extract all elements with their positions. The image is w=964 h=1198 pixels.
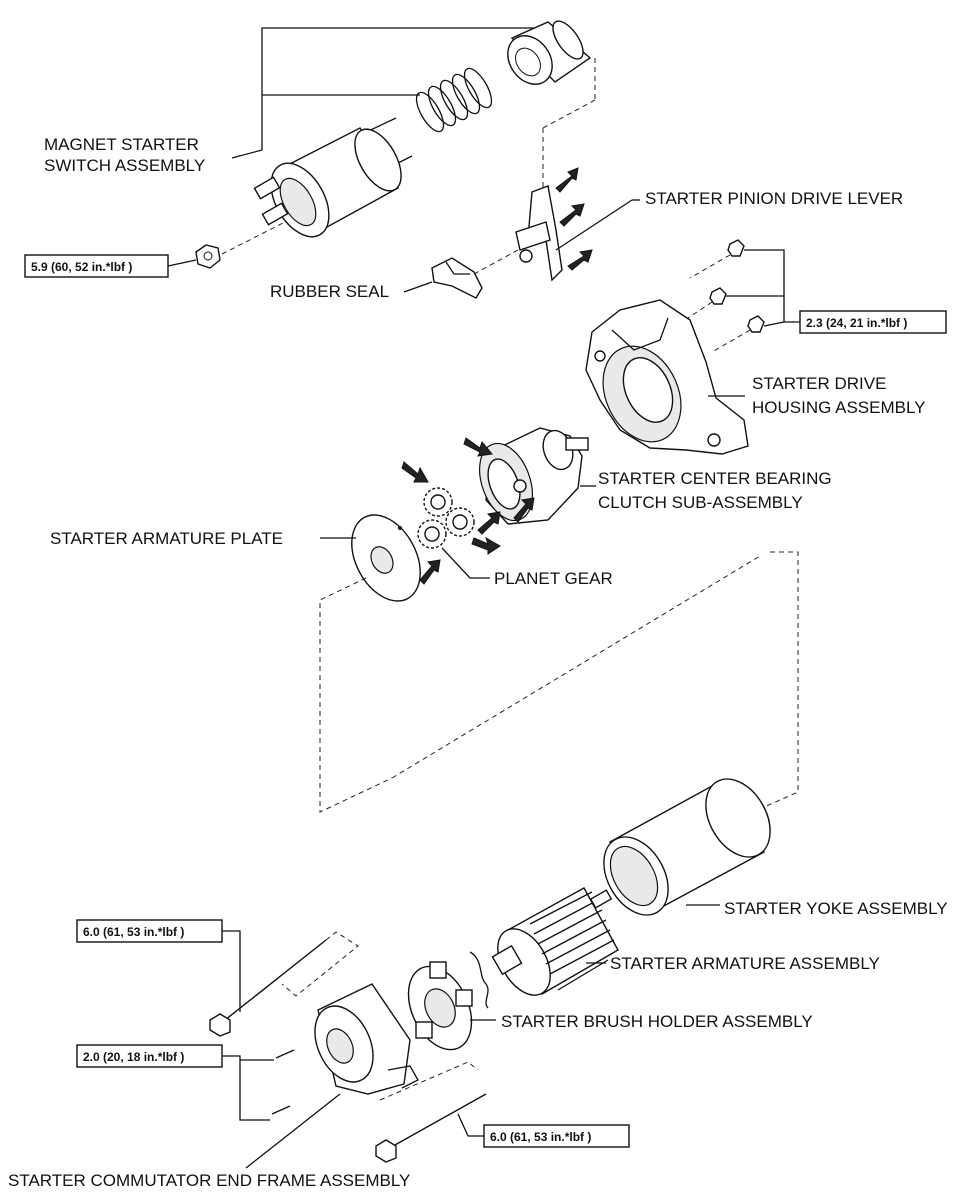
label-rubber-seal: RUBBER SEAL (270, 282, 389, 301)
armature-part (491, 887, 619, 996)
drive-lever-part (515, 58, 640, 282)
grease-point-arrow-icon (555, 167, 579, 193)
label-drive-housing-line1: STARTER DRIVE (752, 374, 886, 393)
grease-arrows-lever (555, 167, 593, 271)
grease-point-arrow-icon (463, 437, 493, 457)
torque-box-housing: 2.3 (24, 21 in.*lbf ) (799, 310, 947, 334)
torque-box-nut: 5.9 (60, 52 in.*lbf ) (24, 254, 169, 278)
grease-arrows-clutch (463, 437, 535, 555)
label-magnet-switch-line2: SWITCH ASSEMBLY (44, 156, 205, 175)
magnet-switch-part (253, 117, 413, 238)
grease-point-arrow-icon (477, 511, 501, 535)
nut-magnet-switch (167, 221, 286, 269)
through-bolt-top (209, 930, 359, 1037)
grease-point-arrow-icon (471, 536, 501, 555)
plunger-part (507, 20, 592, 85)
grease-point-arrow-icon (401, 461, 429, 483)
label-armature: STARTER ARMATURE ASSEMBLY (610, 954, 880, 973)
end-frame-screws (222, 1049, 295, 1121)
planet-gear-part (417, 487, 475, 549)
label-drive-housing-line2: HOUSING ASSEMBLY (752, 398, 926, 417)
label-center-bearing-line1: STARTER CENTER BEARING (598, 469, 832, 488)
commutator-end-frame-part (314, 983, 419, 1095)
spring-part (415, 67, 493, 133)
label-pinion-drive-lever: STARTER PINION DRIVE LEVER (645, 189, 903, 208)
armature-plate-part (351, 514, 421, 602)
torque-end-frame-screws: 2.0 (20, 18 in.*lbf ) (83, 1050, 184, 1064)
label-armature-plate: STARTER ARMATURE PLATE (50, 529, 283, 548)
torque-nut-magnet-switch: 5.9 (60, 52 in.*lbf ) (31, 260, 132, 274)
grease-arrows-planet (401, 461, 441, 585)
grease-point-arrow-icon (419, 559, 441, 585)
through-bolt-bottom (375, 1061, 487, 1163)
torque-box-screws: 2.0 (20, 18 in.*lbf ) (76, 1044, 223, 1068)
torque-box-bolt-bottom: 6.0 (61, 53 in.*lbf ) (483, 1124, 630, 1148)
brush-holder-part (407, 951, 489, 1051)
label-center-bearing-line2: CLUTCH SUB-ASSEMBLY (598, 493, 803, 512)
grease-point-arrow-icon (513, 497, 535, 523)
grease-point-arrow-icon (567, 249, 593, 271)
rubber-seal-part (403, 249, 519, 299)
label-planet-gear: PLANET GEAR (494, 569, 613, 588)
drive-housing-part (585, 299, 749, 455)
torque-through-bolt-bottom: 6.0 (61, 53 in.*lbf ) (490, 1130, 591, 1144)
assembly-dashed-path (319, 551, 799, 813)
torque-through-bolt-top: 6.0 (61, 53 in.*lbf ) (83, 925, 184, 939)
magnet-switch-leader (261, 27, 545, 150)
yoke-part (603, 778, 771, 916)
torque-housing-bolts: 2.3 (24, 21 in.*lbf ) (806, 316, 907, 330)
label-magnet-switch-line1: MAGNET STARTER (44, 135, 199, 154)
torque-box-bolt-top: 6.0 (61, 53 in.*lbf ) (76, 919, 223, 943)
label-brush-holder: STARTER BRUSH HOLDER ASSEMBLY (501, 1012, 813, 1031)
housing-bolts (687, 239, 800, 353)
center-bearing-clutch-part (479, 427, 589, 525)
grease-point-arrow-icon (559, 203, 585, 227)
label-yoke: STARTER YOKE ASSEMBLY (724, 899, 948, 918)
label-commutator-end-frame: STARTER COMMUTATOR END FRAME ASSEMBLY (8, 1171, 410, 1190)
